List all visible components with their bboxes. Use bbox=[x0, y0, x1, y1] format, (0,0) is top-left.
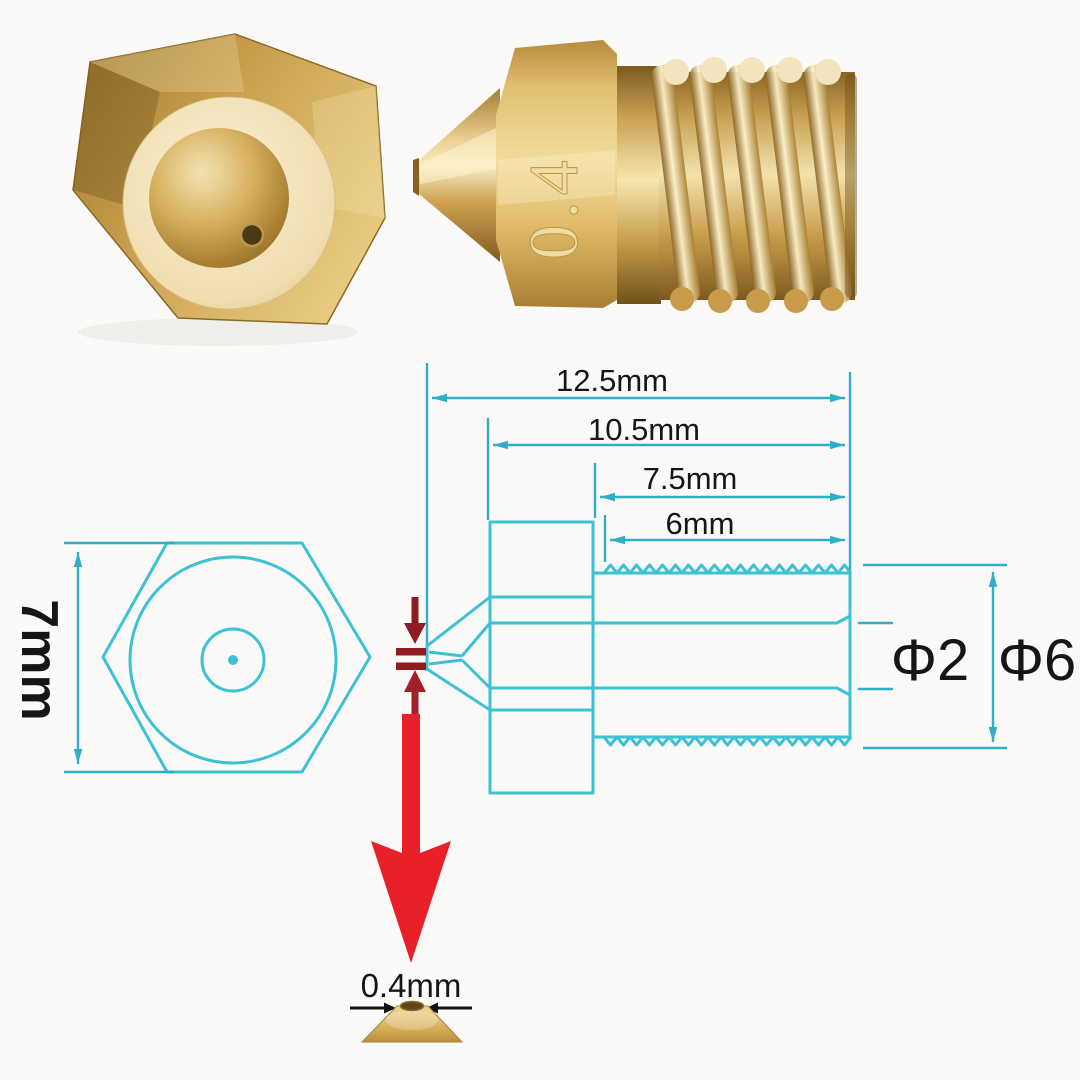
bore-cone-face bbox=[149, 128, 289, 268]
orifice-pointer-arrows bbox=[350, 1002, 472, 1014]
thread-zigzag-top bbox=[602, 563, 853, 575]
phi2-extension-stubs bbox=[858, 621, 893, 691]
center-dot bbox=[228, 655, 238, 665]
hex-block bbox=[496, 40, 617, 308]
body-section-lines bbox=[490, 595, 593, 712]
extension-lines bbox=[425, 363, 852, 644]
small-up-arrow-shaft bbox=[411, 690, 419, 715]
front-view-photo bbox=[72, 33, 386, 346]
bore-lines bbox=[490, 614, 851, 697]
orifice-tick-top bbox=[396, 648, 426, 656]
tip-cone-photo bbox=[360, 1000, 464, 1043]
hex-block-highlight bbox=[498, 150, 615, 205]
engraved-size-text: 0.4 bbox=[516, 154, 593, 260]
side-view-photo: 0.4 bbox=[413, 40, 857, 313]
dimension-drawing: 7mm 12.5mm 10.5mm 7.5mm 6mm bbox=[10, 363, 1077, 1043]
hex-facet-top bbox=[90, 34, 244, 92]
body-length-label: 10.5mm bbox=[588, 412, 700, 447]
hex-width-label: 7mm bbox=[10, 599, 68, 720]
tip-flat bbox=[413, 158, 419, 196]
diameter-dimensions: Φ2 Φ6 bbox=[858, 563, 1077, 750]
front-view-outline bbox=[101, 541, 372, 774]
small-down-arrow-head bbox=[404, 623, 426, 644]
hex-width-dimension: 7mm bbox=[10, 541, 175, 774]
orifice-size-label: 0.4mm bbox=[361, 967, 462, 1004]
phi6-extension-lines bbox=[863, 563, 1007, 750]
orifice-callout: 0.4mm bbox=[350, 597, 472, 1043]
tip-cone-highlight bbox=[420, 126, 500, 184]
thread-end-shade bbox=[845, 74, 857, 298]
length-dimensions: 12.5mm 10.5mm 7.5mm 6mm bbox=[425, 363, 852, 644]
side-view-outline bbox=[425, 520, 853, 795]
orifice-tick-bottom bbox=[396, 662, 426, 670]
big-down-arrow bbox=[371, 714, 451, 963]
shaft-outline bbox=[593, 571, 852, 739]
thread-length-label: 7.5mm bbox=[643, 461, 738, 496]
hex-body-outline bbox=[488, 520, 595, 795]
small-down-arrow-shaft bbox=[411, 597, 419, 625]
thread-diameter-label: Φ6 bbox=[998, 628, 1077, 693]
face-circle bbox=[128, 555, 338, 765]
photo-shadow bbox=[78, 318, 358, 346]
thread-ridges bbox=[651, 57, 853, 313]
bore-diameter-label: Φ2 bbox=[891, 628, 970, 693]
thread-section-label: 6mm bbox=[666, 506, 735, 541]
thread-zigzag-bottom bbox=[602, 735, 853, 747]
nozzle-orifice-hole bbox=[239, 222, 265, 248]
overall-length-label: 12.5mm bbox=[556, 363, 668, 398]
small-up-arrow-head bbox=[404, 670, 426, 692]
tip-orifice-hole bbox=[399, 1000, 425, 1012]
bore-circle bbox=[200, 627, 266, 693]
cone-outline bbox=[425, 595, 492, 712]
collar bbox=[617, 66, 661, 304]
